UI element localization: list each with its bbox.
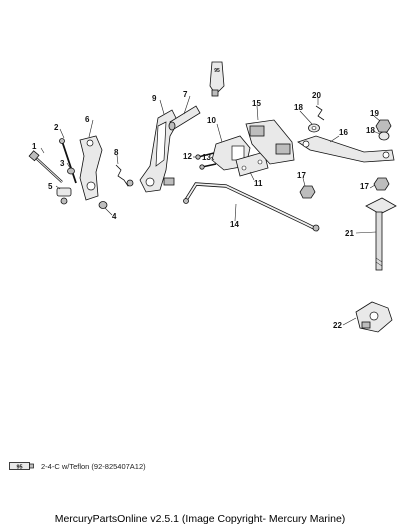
callout-14: 14 (230, 220, 239, 229)
callout-10: 10 (207, 116, 216, 125)
legend-code: 95 (16, 464, 22, 470)
part-20-clip (315, 105, 325, 121)
callout-17-right: 17 (360, 182, 369, 191)
callout-20: 20 (312, 91, 321, 100)
callout-13: 13 (202, 153, 211, 162)
callout-labels: 1 2 3 4 5 6 7 8 9 10 11 12 13 14 15 16 1… (32, 90, 379, 330)
callout-22: 22 (333, 321, 342, 330)
part-13-screw (199, 163, 217, 170)
part-1-bolt (28, 150, 63, 183)
part-7-pin (168, 105, 201, 131)
callout-2: 2 (54, 123, 59, 132)
part-5-pin (56, 187, 72, 205)
callout-7: 7 (183, 90, 188, 99)
part-11-plate (235, 151, 269, 177)
callout-4: 4 (112, 212, 117, 221)
callout-18-left: 18 (294, 103, 303, 112)
part-16-arm (297, 135, 395, 163)
grease-tube-icon: 95 (9, 462, 34, 470)
part-8-clip (115, 164, 134, 187)
part-17-nut-left (299, 185, 316, 199)
callout-8: 8 (114, 148, 119, 157)
grease-tube-label: 95 (214, 68, 220, 74)
part-4-bushing (98, 201, 108, 209)
part-18-washer-right (378, 131, 390, 141)
part-2-screw (59, 138, 77, 184)
part-3-nut (67, 167, 75, 175)
callout-1: 1 (32, 142, 37, 151)
callout-12: 12 (183, 152, 192, 161)
copyright-footer: MercuryPartsOnline v2.5.1 (Image Copyrig… (54, 513, 346, 525)
callout-19: 19 (370, 109, 379, 118)
part-9-bracket (139, 109, 179, 193)
grease-tube-95: 95 (209, 61, 225, 97)
part-17-nut-right (373, 177, 390, 191)
callout-21: 21 (345, 229, 354, 238)
callout-18-right: 18 (366, 126, 375, 135)
callout-17-left: 17 (297, 171, 306, 180)
part-18-washer-left (308, 123, 320, 133)
legend-text: 2-4-C w/Teflon (92-825407A12) (41, 461, 146, 471)
callout-16: 16 (339, 128, 348, 137)
callout-11: 11 (254, 179, 263, 188)
part-21-shaft (365, 197, 397, 271)
callout-9: 9 (152, 94, 157, 103)
part-14-rod (183, 182, 320, 232)
part-19-nut (375, 119, 392, 133)
part-22-cam (355, 301, 393, 333)
callout-15: 15 (252, 99, 261, 108)
part-6-lever (79, 135, 103, 201)
part-15-switch (245, 119, 295, 165)
callout-6: 6 (85, 115, 90, 124)
leader-lines (40, 95, 381, 326)
legend: 95 2-4-C w/Teflon (92-825407A12) (9, 459, 146, 473)
callout-5: 5 (48, 182, 53, 191)
callout-3: 3 (60, 159, 65, 168)
